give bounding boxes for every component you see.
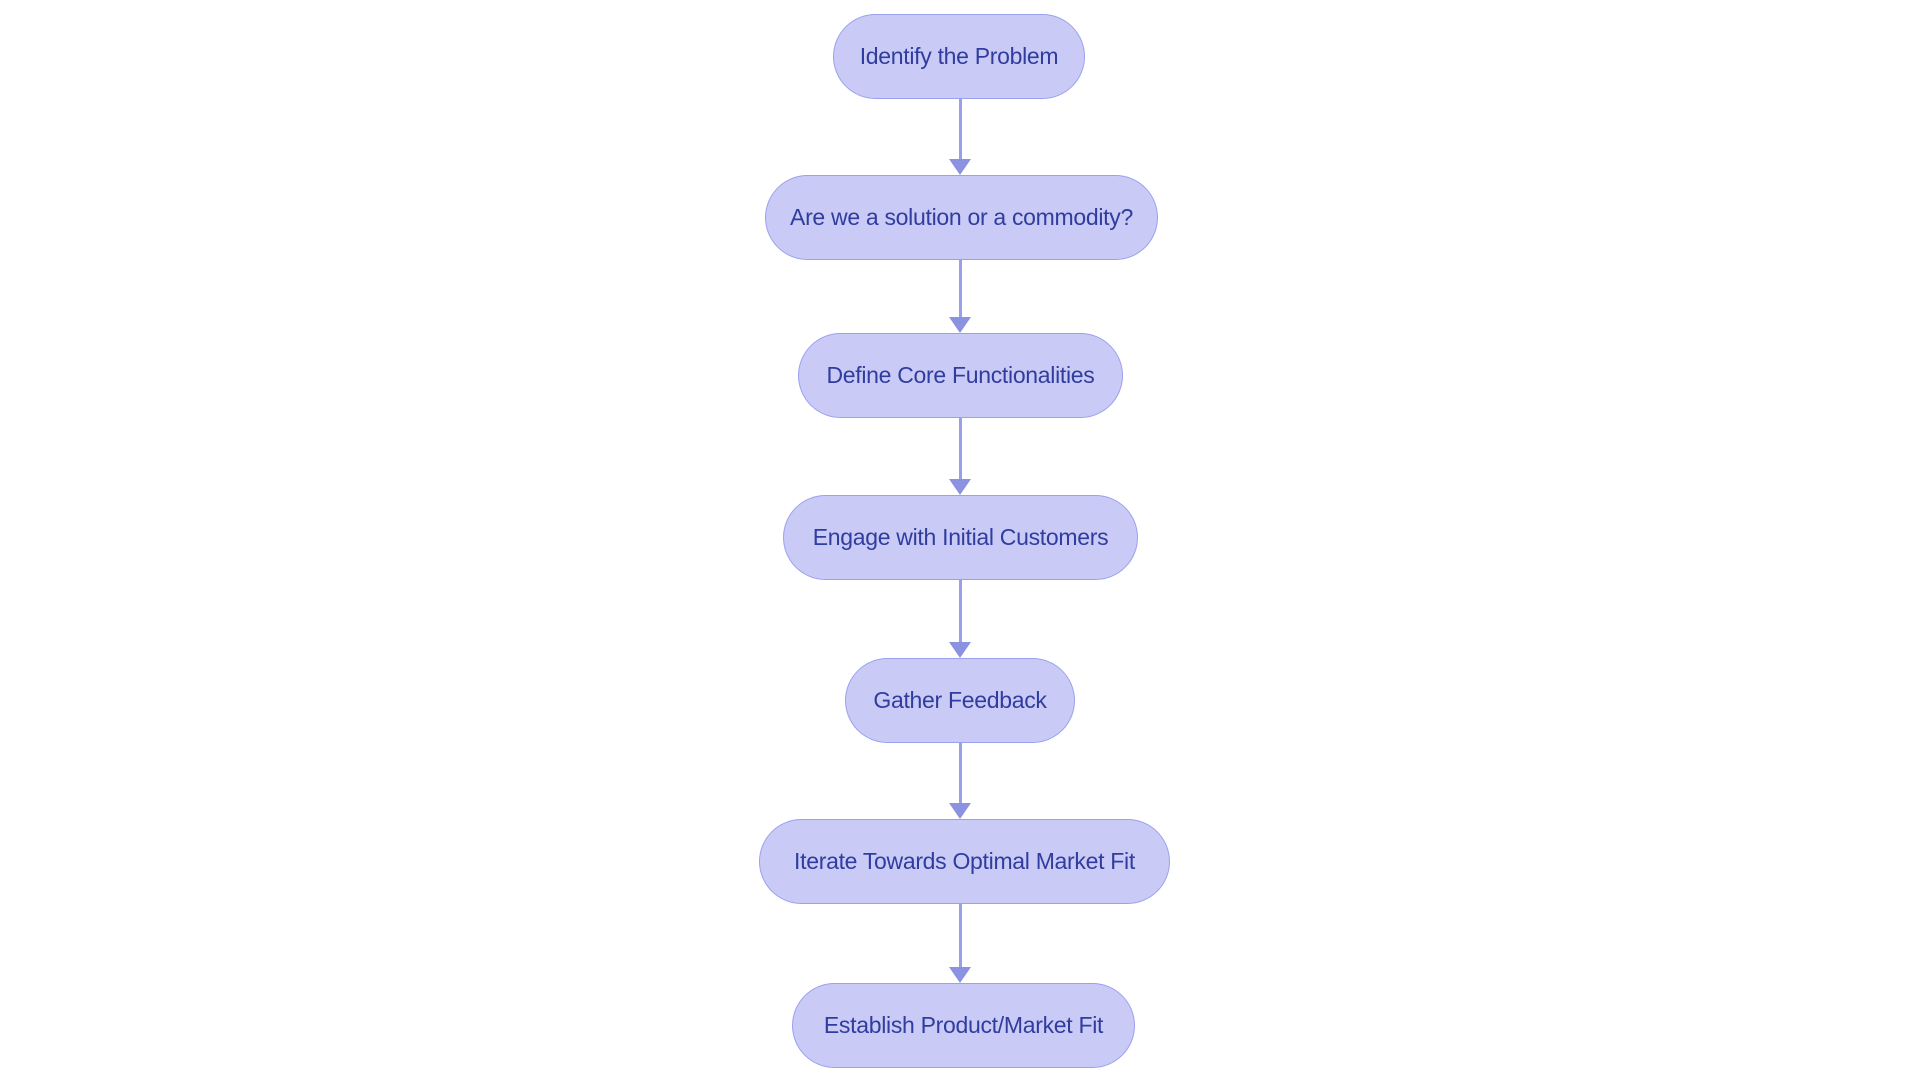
arrowhead-down-icon (949, 159, 971, 175)
flow-arrow-down (949, 580, 971, 658)
flow-arrow-down (949, 99, 971, 175)
arrow-line (958, 743, 962, 803)
node-label: Iterate Towards Optimal Market Fit (794, 848, 1135, 874)
node-label: Engage with Initial Customers (812, 524, 1109, 550)
node-label: Define Core Functionalities (826, 362, 1095, 388)
arrow-line (958, 260, 962, 317)
node-iterate-optimal-market-fit: Iterate Towards Optimal Market Fit (759, 819, 1170, 904)
arrow-line (958, 904, 962, 967)
node-define-core-functionalities: Define Core Functionalities (798, 333, 1123, 418)
node-engage-initial-customers: Engage with Initial Customers (783, 495, 1138, 580)
node-solution-or-commodity: Are we a solution or a commodity? (765, 175, 1158, 260)
node-gather-feedback: Gather Feedback (845, 658, 1075, 743)
flow-arrow-down (949, 904, 971, 983)
flow-arrow-down (949, 418, 971, 495)
node-label: Identify the Problem (859, 43, 1059, 69)
node-establish-product-market-fit: Establish Product/Market Fit (792, 983, 1135, 1068)
arrowhead-down-icon (949, 642, 971, 658)
arrowhead-down-icon (949, 317, 971, 333)
arrowhead-down-icon (949, 803, 971, 819)
node-label: Are we a solution or a commodity? (790, 204, 1133, 230)
node-identify-problem: Identify the Problem (833, 14, 1085, 99)
arrowhead-down-icon (949, 479, 971, 495)
node-label: Gather Feedback (873, 687, 1047, 713)
arrowhead-down-icon (949, 967, 971, 983)
flow-arrow-down (949, 260, 971, 333)
arrow-line (958, 580, 962, 642)
node-label: Establish Product/Market Fit (823, 1012, 1104, 1038)
arrow-line (958, 418, 962, 479)
flow-arrow-down (949, 743, 971, 819)
arrow-line (958, 99, 962, 159)
